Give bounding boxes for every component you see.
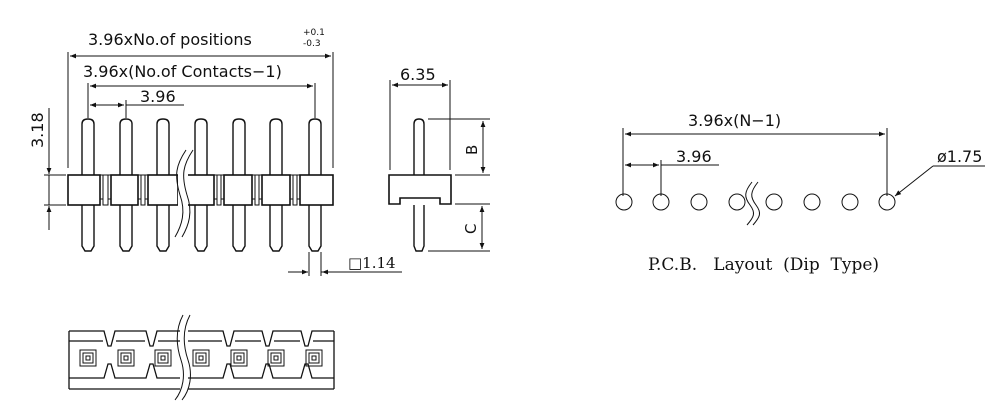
hole-diameter-leader: ø1.75 — [894, 147, 985, 197]
front-break-symbol — [174, 149, 194, 240]
hole-diameter-label: ø1.75 — [937, 147, 982, 166]
b-label: B — [463, 145, 481, 155]
tolerance-plus: +0.1 — [303, 28, 325, 38]
pcb-pitch-label: 3.96 — [676, 147, 712, 166]
pcb-layout-caption: P.C.B. Layout (Dip Type) — [648, 255, 879, 275]
c-label: C — [462, 224, 480, 234]
body-height-dimension: 3.18 — [28, 108, 66, 230]
depth-label: 6.35 — [400, 65, 436, 84]
bottom-break-symbol — [174, 314, 191, 401]
bottom-pin-pads — [79, 349, 323, 367]
pin-square-dimension: □1.14 — [288, 252, 402, 276]
front-view: 3.96xNo.of positions +0.1 -0.3 3.96x(No.… — [28, 28, 402, 276]
depth-dimension: 6.35 — [389, 65, 451, 170]
pitch-label: 3.96 — [140, 87, 176, 106]
pcb-pitch-dimension: 3.96 — [625, 147, 719, 196]
overall-width-label: 3.96xNo.of positions — [88, 30, 252, 49]
pitch-dimension: 3.96 — [90, 87, 184, 118]
pcb-break-symbol — [745, 181, 761, 226]
pcb-layout: 3.96x(N−1) 3.96 ø1.75 P.C.B. Lay — [615, 111, 985, 275]
pcb-span-label: 3.96x(N−1) — [688, 111, 781, 130]
contacts-span-label: 3.96x(No.of Contacts−1) — [83, 62, 282, 81]
pcb-span-dimension: 3.96x(N−1) — [622, 111, 888, 196]
tolerance-minus: -0.3 — [303, 39, 321, 49]
pin-square-label: □1.14 — [348, 254, 396, 272]
b-dimension: B — [428, 118, 490, 176]
contacts-span-dimension: 3.96x(No.of Contacts−1) — [83, 62, 316, 118]
overall-width-dimension: 3.96xNo.of positions +0.1 -0.3 — [67, 28, 334, 168]
c-dimension: C — [428, 203, 490, 252]
front-pins — [81, 118, 322, 252]
pcb-holes — [615, 193, 896, 211]
body-height-label: 3.18 — [28, 112, 47, 148]
side-view: 6.35 B C — [388, 65, 490, 252]
bottom-view — [68, 314, 335, 401]
front-insulator-body — [67, 174, 334, 206]
